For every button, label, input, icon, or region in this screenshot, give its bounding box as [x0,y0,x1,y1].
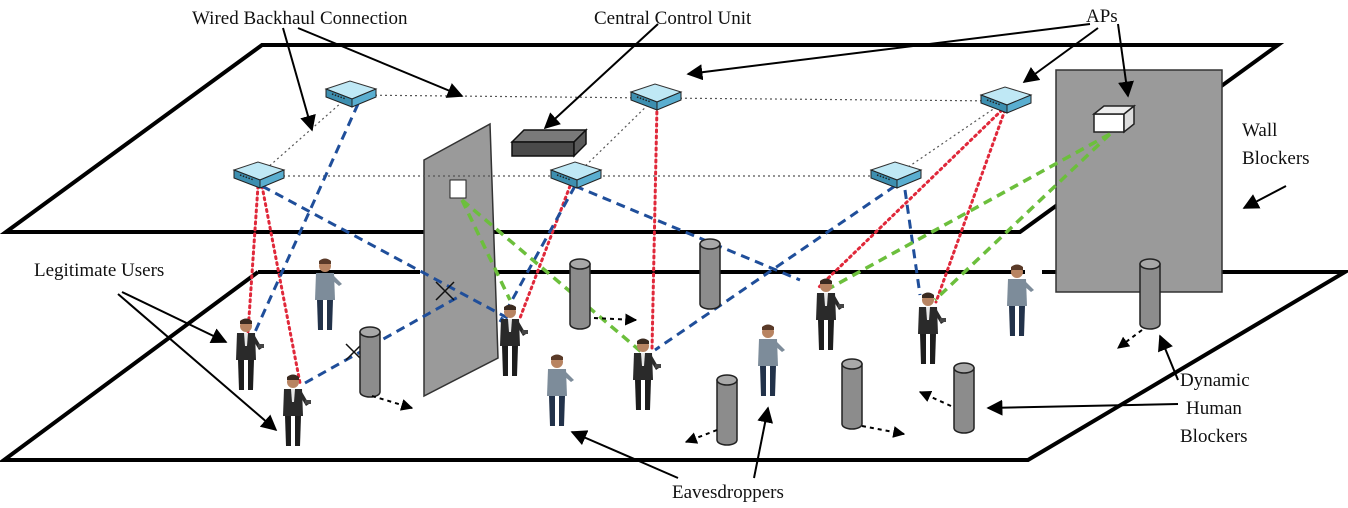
wall-blocker-middle [423,122,499,398]
ceiling-plane [0,43,1285,234]
human-blocker-5 [716,374,738,446]
legitimate-user-6 [918,292,946,364]
eavesdropper-4 [1007,264,1034,336]
label-wall-blockers-1: Wall [1242,120,1277,141]
label-eavesdroppers: Eavesdroppers [672,482,784,503]
eavesdropper-2 [547,354,574,426]
legitimate-user-2 [283,374,311,446]
eavesdropper-1 [315,258,342,330]
legitimate-user-5 [816,278,844,350]
label-wall-blockers-2: Blockers [1242,148,1310,169]
wall-reflector-middle [449,179,467,199]
los-links [246,104,1007,385]
label-dynamic-3: Blockers [1180,426,1248,447]
label-aps: APs [1086,6,1118,27]
ap-front-left [233,161,285,189]
ap-back-right [980,86,1032,114]
human-blocker-1 [359,326,381,398]
ap-front-right [870,161,922,189]
central-control-unit [510,128,588,158]
annotation-arrows [117,23,1287,479]
human-blocker-6 [841,358,863,430]
wall-reflector-cube [1091,104,1137,134]
ap-back-left [325,80,377,108]
label-dynamic-2: Human [1186,398,1242,419]
human-blocker-7 [953,362,975,434]
floor-plane-left [0,270,1348,462]
label-legitimate-users: Legitimate Users [34,260,164,281]
wall-blocker-right [1055,69,1223,293]
human-blocker-4 [1139,258,1161,330]
human-blocker-2 [569,258,591,330]
reflected-links [460,132,1112,357]
label-dynamic-1: Dynamic [1180,370,1250,391]
ap-back-middle [630,83,682,111]
human-blocker-3 [699,238,721,310]
eavesdropper-3 [758,324,785,396]
blocker-motion-arrows [371,313,1143,444]
label-central-control-unit: Central Control Unit [594,8,752,29]
label-wired-backhaul: Wired Backhaul Connection [192,8,408,29]
ap-front-middle [550,161,602,189]
legitimate-user-1 [236,318,264,390]
